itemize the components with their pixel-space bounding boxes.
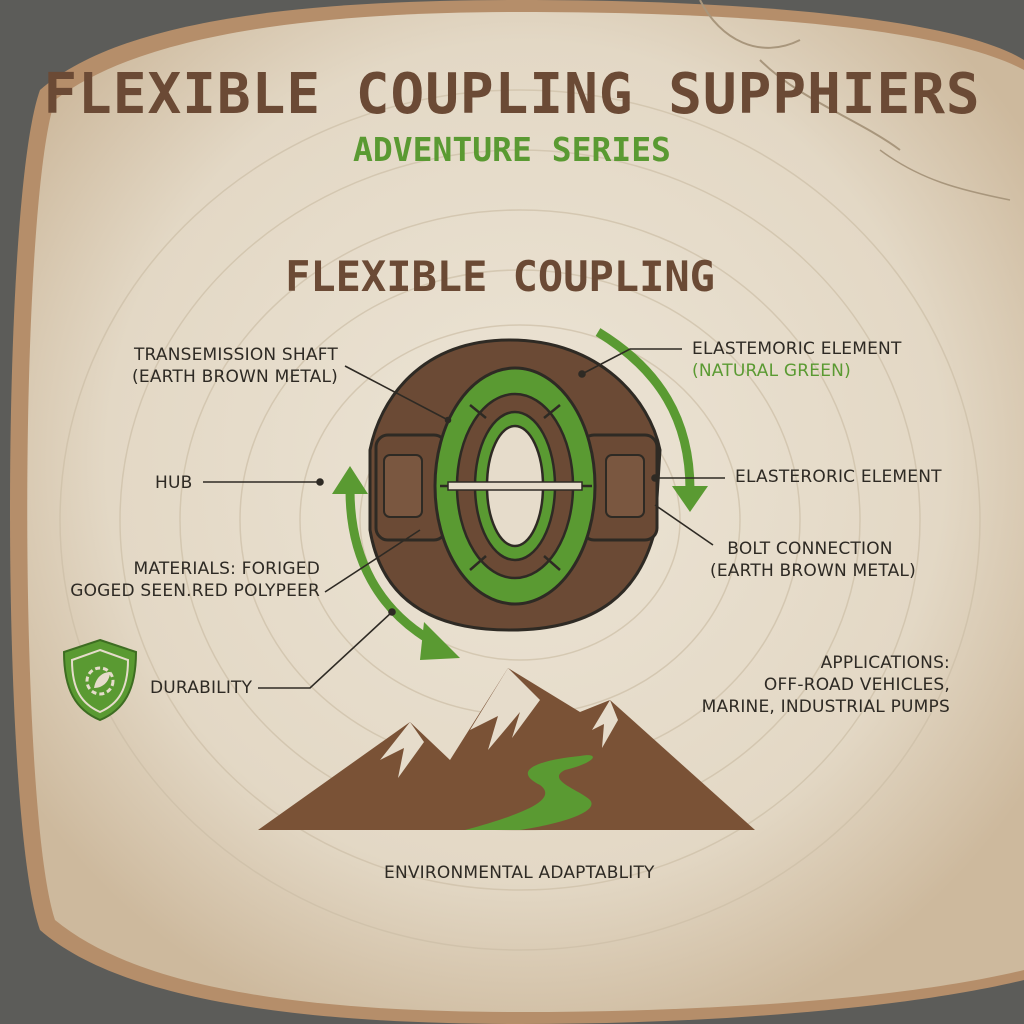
label-materials-line2: GOGED SEEN.RED POLYPEER [70,581,320,601]
label-materials-line1: MATERIALS: FORIGED [133,559,320,579]
label-applications-line3: MARINE, INDUSTRIAL PUMPS [701,697,950,717]
label-elastomeric-top-line2: (NATURAL GREEN) [692,361,851,381]
arrow-top-right [595,328,695,491]
label-bolt-connection: BOLT CONNECTION (EARTH BROWN METAL) [710,538,916,582]
mountain-road-icon [258,668,755,830]
label-transmission-shaft-line2: (EARTH BROWN METAL) [132,367,338,387]
label-materials: MATERIALS: FORIGED GOGED SEEN.RED POLYPE… [70,558,320,602]
series-subtitle: ADVENTURE SERIES [353,130,671,169]
label-environmental-adaptability: ENVIRONMENTAL ADAPTABLITY [384,863,655,883]
label-transmission-shaft-line1: TRANSEMISSION SHAFT [133,345,338,365]
label-applications-line1: APPLICATIONS: [820,653,950,673]
label-bolt-connection-line2: (EARTH BROWN METAL) [710,561,916,581]
label-transmission-shaft: TRANSEMISSION SHAFT (EARTH BROWN METAL) [120,344,338,388]
label-bolt-connection-line1: BOLT CONNECTION [727,539,893,559]
label-elastomeric-right: ELASTERORIC ELEMENT [735,467,942,487]
leader-lines [203,348,725,689]
label-durability: DURABILITY [150,678,253,698]
coupling-diagram [368,338,662,632]
shield-gear-leaf-icon [62,638,138,722]
label-hub: HUB [155,473,193,493]
main-title: FLEXIBLE COUPLING SUPPHIERS [43,62,981,127]
label-applications: APPLICATIONS: OFF-ROAD VEHICLES, MARINE,… [700,652,950,718]
diagram-title: FLEXIBLE COUPLING [285,252,715,301]
label-applications-line2: OFF-ROAD VEHICLES, [763,675,950,695]
arrow-left [345,489,433,644]
wood-crack [699,0,901,151]
label-elastomeric-top: ELASTEMORIC ELEMENT (NATURAL GREEN) [692,338,902,382]
label-elastomeric-top-line1: ELASTEMORIC ELEMENT [692,339,902,359]
winding-road [465,755,593,830]
